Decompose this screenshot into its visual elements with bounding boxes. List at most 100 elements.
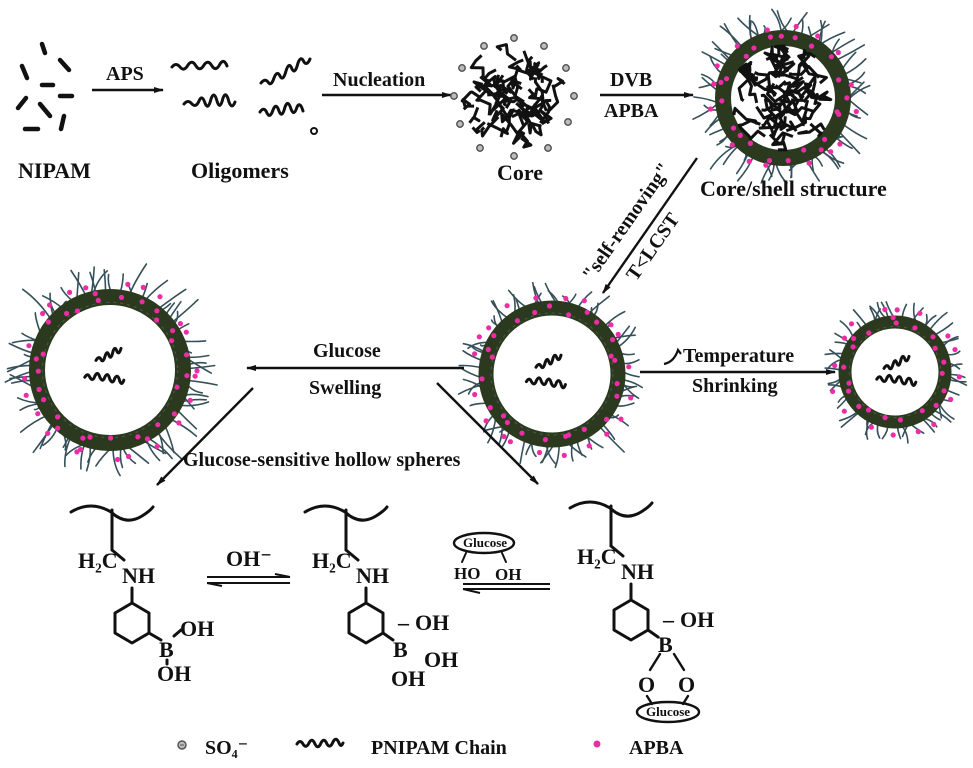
glucose-text: Glucose (463, 535, 507, 550)
apba-dot (612, 357, 618, 363)
apba-dot (952, 347, 958, 353)
so4-dot (456, 120, 464, 128)
core-network-strand (816, 90, 833, 102)
core-network-strand (479, 68, 497, 88)
legend-so4-label: SO₄⁻ (205, 737, 248, 759)
apba-dot (45, 430, 51, 436)
legend-item-so4: SO₄⁻ (177, 737, 248, 759)
o-text: O (678, 672, 695, 697)
boron-text: B (393, 637, 408, 662)
apba-dot (171, 411, 177, 417)
apba-step-label: APBA (604, 100, 659, 122)
core-network-strand (747, 64, 758, 82)
apba-dot (806, 160, 812, 166)
core-network-strand (486, 122, 509, 138)
core-network-strand (764, 80, 787, 95)
nucleation-label: Nucleation (333, 69, 425, 91)
apba-dot (719, 98, 725, 104)
apba-dot (933, 402, 939, 408)
apba-dot (766, 158, 773, 164)
apba-dot (866, 330, 872, 336)
apba-dot (176, 420, 182, 426)
apba-dot (763, 162, 769, 168)
core-label: Core (497, 160, 543, 185)
core-shell-label: Core/shell structure (700, 176, 887, 201)
apba-dot (74, 308, 80, 314)
pnipam-hair-strand (819, 31, 846, 46)
temperature-rise-icon (663, 347, 682, 366)
apba-dot (115, 456, 121, 463)
apba-dot (566, 312, 572, 318)
shrinking-label: Shrinking (692, 375, 778, 397)
apba-dot (183, 329, 189, 335)
apba-dot (718, 79, 724, 85)
encapsulated-chain (534, 353, 563, 370)
apba-dot (500, 413, 507, 419)
apba-dot (22, 376, 28, 382)
pnipam-hair-strand (771, 8, 782, 34)
apba-dot (519, 430, 525, 436)
apba-dot (764, 27, 770, 33)
core-particle-icon (450, 34, 578, 160)
apba-dot (170, 328, 176, 334)
apba-dot (532, 309, 538, 316)
apba-dot (594, 319, 600, 325)
apba-dot (837, 141, 843, 147)
apba-dot (894, 307, 900, 313)
hollow-to-chem-left-arrow (156, 387, 254, 486)
dvb-label: DVB (610, 69, 652, 91)
apba-dot (915, 429, 921, 435)
hollow-to-chem-right-arrow (436, 382, 539, 485)
apba-dot (841, 408, 847, 414)
apba-dot (174, 384, 180, 390)
apba-dot (822, 136, 828, 142)
apba-dot (912, 325, 918, 331)
apba-dot (708, 106, 714, 112)
apba-dot (144, 436, 150, 442)
apba-dot (194, 368, 200, 374)
pnipam-hair-strand (701, 51, 728, 67)
core-network-strand (797, 49, 811, 69)
apba-dot (919, 408, 925, 414)
core-network-strand (528, 100, 546, 116)
apba-dot (714, 63, 720, 69)
core-network-strand (551, 77, 566, 89)
apba-dot (36, 386, 42, 393)
o-text: O (638, 672, 655, 697)
hollow-spheres-label: Glucose-sensitive hollow spheres (183, 449, 461, 471)
oligomer-chains-icon (170, 57, 318, 135)
apba-dot (618, 416, 624, 422)
oh-text: OH (680, 607, 714, 632)
core-network-strand (468, 106, 481, 124)
oligomers-label: Oligomers (191, 158, 289, 183)
apba-dot (893, 320, 899, 326)
legend-item-pnipam: PNIPAM Chain (295, 737, 507, 759)
encapsulated-chain (524, 376, 567, 390)
apba-dot (536, 449, 543, 456)
apba-dot (828, 149, 834, 155)
apba-dot (35, 411, 41, 417)
so4-dot (544, 144, 552, 152)
core-network-strand (487, 91, 513, 109)
apba-dot (851, 335, 857, 342)
apba-dot (626, 364, 632, 370)
apba-dot (154, 308, 160, 314)
pnipam-hair-strand (791, 11, 808, 35)
shell-texture (490, 312, 614, 436)
encapsulated-chain (875, 373, 918, 387)
nh-text: NH (122, 563, 155, 588)
so4-dot (480, 42, 488, 50)
apba-dot (504, 303, 510, 309)
core-network-strand (474, 84, 503, 93)
apba-dot (890, 315, 896, 321)
apba-dot (608, 353, 614, 359)
apba-dot (187, 397, 193, 403)
apba-dot (751, 45, 757, 51)
swollen-hollow-sphere-icon (4, 263, 218, 477)
so4-dot (570, 92, 578, 100)
apba-dot (844, 95, 850, 101)
apba-dot (586, 443, 592, 449)
apba-dot (501, 433, 507, 440)
apba-dot (184, 373, 190, 379)
pnipam-hair-strand (185, 379, 218, 386)
